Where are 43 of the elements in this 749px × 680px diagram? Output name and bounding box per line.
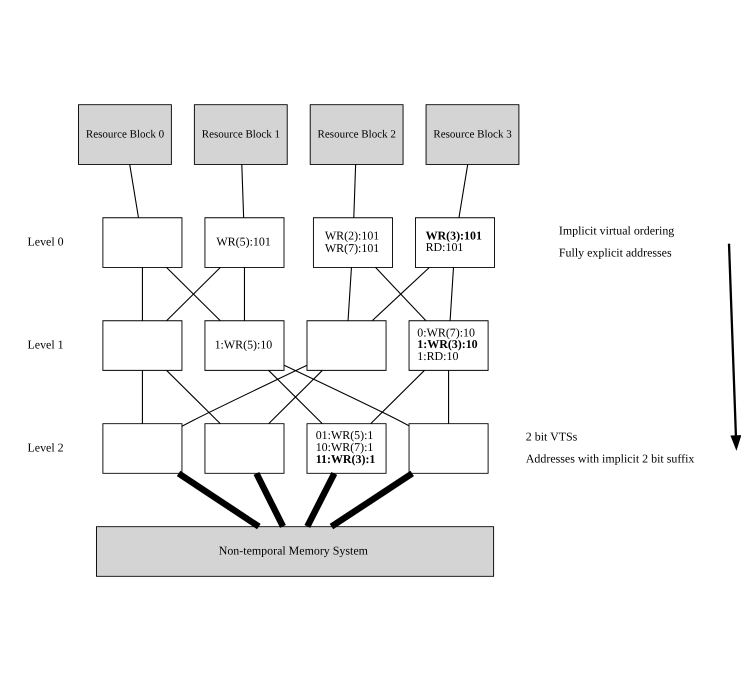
connector — [166, 370, 220, 424]
node-box — [204, 422, 284, 474]
label: Addresses with implicit 2 bit suffix — [526, 451, 694, 466]
node-box: WR(2):101 WR(7):101 — [312, 216, 393, 268]
connector — [450, 266, 454, 320]
connector — [142, 370, 143, 423]
node-box: 01:WR(5):1 10:WR(7):1 11:WR(3):1 — [306, 422, 387, 474]
connector — [284, 364, 410, 426]
node-box — [408, 422, 489, 474]
label: 2 bit VTSs — [526, 429, 578, 444]
node-box: 0:WR(7):10 1:WR(3):10 1:RD:10 — [408, 320, 489, 370]
label: Level 0 — [27, 234, 64, 248]
connector — [458, 164, 468, 218]
connector — [353, 164, 356, 218]
node-box: WR(5):101 — [204, 216, 284, 268]
connector — [448, 370, 450, 423]
connector — [370, 370, 425, 424]
label: Level 1 — [27, 337, 64, 352]
connector — [268, 370, 323, 424]
node-box: Resource Block 2 — [310, 104, 404, 164]
connector — [241, 164, 244, 218]
node-box: WR(3):101 RD:101 — [415, 216, 495, 268]
connector — [254, 471, 286, 528]
label: Fully explicit addresses — [558, 245, 672, 260]
label: Implicit virtual ordering — [558, 223, 674, 238]
node-box: Non-temporal Memory System — [96, 526, 494, 576]
connector — [330, 470, 414, 529]
node-box — [102, 320, 182, 370]
node-box — [306, 320, 387, 370]
node-box: Resource Block 1 — [194, 104, 288, 164]
node-box: Resource Block 0 — [78, 104, 172, 164]
node-box: 1:WR(5):10 — [204, 320, 284, 370]
connector — [176, 470, 261, 529]
node-box — [102, 216, 182, 268]
label: Level 2 — [27, 440, 64, 454]
connector — [182, 364, 307, 426]
connector — [142, 266, 143, 320]
node-box: Resource Block 3 — [426, 104, 520, 164]
node-box — [102, 422, 182, 474]
connector — [304, 471, 338, 528]
connector — [348, 266, 352, 320]
connector — [244, 266, 246, 320]
connector — [129, 164, 140, 218]
